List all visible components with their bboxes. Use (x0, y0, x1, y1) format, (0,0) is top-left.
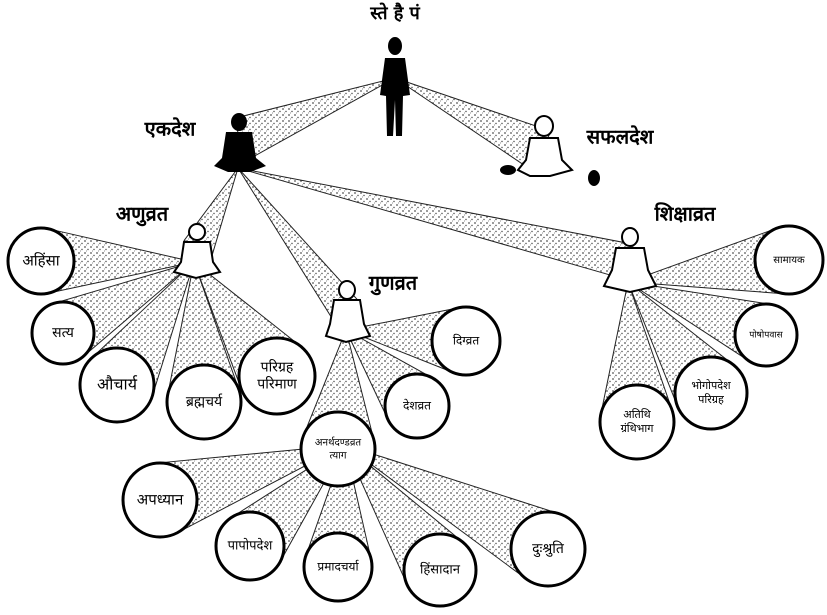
gunvrat-circle-2: अनर्थदण्डव्रत त्याग (299, 410, 377, 488)
ekdesh-label: एकदेश (144, 117, 197, 141)
figures (172, 37, 658, 344)
anuvrat-circle-3-label: ब्रह्मचर्य (186, 393, 223, 410)
anuvrat-seated-figure (172, 223, 222, 280)
anarthadand-circle-1-ring (214, 510, 286, 582)
anuvrat-circle-2: औचार्य (78, 346, 156, 424)
gunvrat-circle-1: देशव्रत (383, 372, 451, 440)
anarthadand-circle-3: हिंसादान (402, 532, 478, 608)
gunvrat-label: गुणव्रत (368, 271, 419, 296)
gunvrat-circle-0-ring (430, 305, 502, 377)
section-labels: एकदेश सफलदेश अणुव्रत गुणव्रत शिक्षाव्रत (116, 117, 717, 296)
gunvrat-circle-1-label: देशव्रत (403, 399, 432, 413)
gunvrat-circle-2-label: अनर्थदण्डव्रत (315, 437, 362, 449)
anuvrat-circle-0-label: अहिंसा (22, 252, 60, 270)
shikshavrat-label: शिक्षाव्रत (654, 202, 717, 226)
ekdesh-seated-figure (214, 113, 266, 172)
anuvrat-circle-1-label: सत्य (52, 325, 75, 341)
anarthadand-circle-1: पापोपदेश (214, 510, 286, 582)
shikshavrat-circle-2: भोगोपदेशपरिग्रह (673, 355, 749, 431)
anarthadand-circle-2-label: प्रमादचर्या (317, 560, 359, 574)
anarthadand-circle-2-ring (302, 531, 374, 603)
gunvrat-circle-2-label: त्याग (330, 451, 347, 462)
shikshavrat-circle-0: सामायक (753, 224, 825, 296)
shikshavrat-circle-3-ring (598, 383, 676, 461)
gunvrat-seated-figure (324, 280, 372, 344)
shikshavrat-circle-2-label: परिग्रह (698, 393, 724, 406)
anuvrat-circle-3: ब्रह्मचर्य (165, 363, 243, 441)
anuvrat-circle-2-label: औचार्य (97, 375, 138, 394)
shikshavrat-circle-3-label: अतिथि (623, 408, 651, 421)
shikshavrat-circle-0-ring (753, 224, 825, 296)
anuvrat-circle-1: सत्य (30, 300, 96, 366)
standing-monk-figure (380, 37, 410, 136)
anuvrat-circle-1-ring (30, 300, 96, 366)
gunvrat-circle-0: दिग्व्रत (430, 305, 502, 377)
sakaldesh-label: सफलदेश (586, 125, 655, 149)
anuvrat-label: अणुव्रत (116, 202, 170, 227)
shikshavrat-seated-figure (602, 227, 658, 294)
shikshavrat-circle-3: अतिथिग्रंथिभाग (598, 383, 676, 461)
anuvrat-circle-4-ring (237, 336, 317, 416)
shikshavrat-circle-2-ring (673, 355, 749, 431)
vrat-circles: अहिंसासत्यऔचार्यब्रह्मचर्यपरिग्रहपरिमाणद… (6, 224, 825, 608)
shikshavrat-circle-1-label: पोषोपवास (749, 329, 783, 341)
anuvrat-circle-0-ring (6, 226, 76, 296)
gunvrat-circle-2-ring (299, 410, 377, 488)
sakaldesh-seated-figure (500, 115, 600, 186)
anarthadand-circle-3-ring (402, 532, 478, 608)
shikshavrat-circle-1: पोषोपवास (733, 302, 799, 368)
gunvrat-circle-0-label: दिग्व्रत (453, 334, 481, 348)
anuvrat-circle-0: अहिंसा (6, 226, 76, 296)
anarthadand-circle-4: दुःश्रुति (509, 510, 587, 588)
shikshavrat-circle-2-label: भोगोपदेश (691, 379, 731, 392)
top-to-ekdesh-beam (231, 77, 396, 160)
shikshavrat-circle-1-ring (733, 302, 799, 368)
anarthadand-circle-4-ring (509, 510, 587, 588)
gunvrat-circle-1-ring (383, 372, 451, 440)
anarthadand-circle-1-label: पापोपदेश (228, 538, 274, 554)
anuvrat-circle-2-ring (78, 346, 156, 424)
anarthadand-circle-0-ring (121, 461, 199, 539)
anuvrat-circle-3-ring (165, 363, 243, 441)
anuvrat-circle-4-label: परिग्रह (261, 359, 294, 376)
anarthadand-circle-2: प्रमादचर्या (302, 531, 374, 603)
shikshavrat-circle-0-label: सामायक (773, 255, 805, 266)
anarthadand-circle-0: अपध्यान (121, 461, 199, 539)
anarthadand-circle-4-label: दुःश्रुति (532, 540, 565, 558)
anarthadand-circle-0-label: अपध्यान (137, 491, 184, 509)
anuvrat-circle-4-label: परिमाण (257, 376, 297, 393)
diagram-title: स्ते है पं (369, 2, 420, 24)
anarthadand-circle-3-label: हिंसादान (420, 562, 461, 578)
shikshavrat-circle-3-label: ग्रंथिभाग (621, 422, 655, 435)
